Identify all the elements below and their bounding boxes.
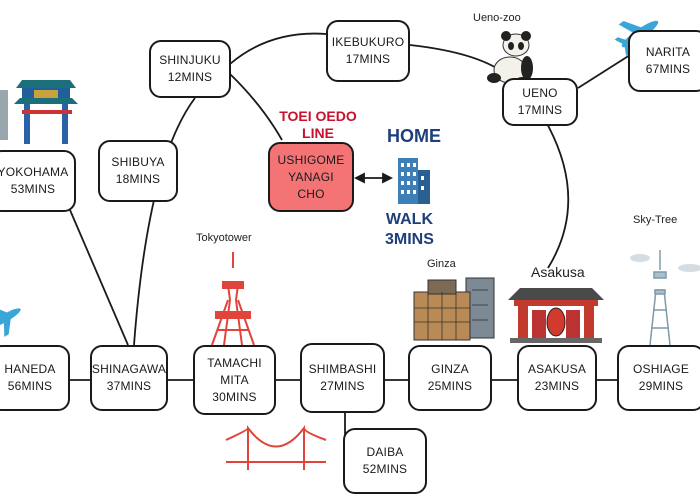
station-asakusa[interactable]: ASAKUSA 23MINS: [517, 345, 597, 411]
landmark-label-sky-tree: Sky-Tree: [633, 214, 678, 226]
walk-line2: 3MINS: [385, 231, 434, 248]
station-time: 25MINS: [427, 379, 473, 393]
station-name: ASAKUSA: [527, 362, 587, 376]
station-time: 29MINS: [638, 379, 684, 393]
station-ushigome-yanagicho[interactable]: USHIGOME YANAGI CHO: [268, 142, 354, 212]
line-name-line2: LINE: [302, 125, 334, 141]
station-haneda[interactable]: HANEDA 56MINS: [0, 345, 70, 411]
station-name: SHIMBASHI: [308, 362, 377, 376]
route-shinjuku-ushigome: [229, 73, 283, 141]
station-tamachi-mita[interactable]: TAMACHI MITA 30MINS: [193, 345, 276, 415]
station-time: 53MINS: [10, 182, 56, 196]
station-shimbashi[interactable]: SHIMBASHI 27MINS: [300, 343, 385, 413]
landmark-label-asakusa: Asakusa: [531, 264, 585, 280]
tokyo-tower-icon: [211, 252, 255, 346]
station-name: SHINAGAWA: [91, 362, 167, 376]
station-ueno[interactable]: UENO 17MINS: [502, 78, 578, 126]
station-name: SHIBUYA: [111, 155, 165, 169]
station-time: 52MINS: [362, 462, 408, 476]
station-name: GINZA: [431, 362, 469, 376]
station-time: 37MINS: [106, 379, 152, 393]
station-time: 18MINS: [115, 172, 161, 186]
route-ueno-narita: [577, 54, 631, 89]
station-time: 30MINS: [212, 389, 257, 404]
route-ueno-asakusa: [544, 119, 570, 269]
station-name: HANEDA: [4, 362, 56, 376]
station-shibuya[interactable]: SHIBUYA 18MINS: [98, 140, 178, 202]
station-time: 67MINS: [645, 62, 691, 76]
walk-arrow: [353, 172, 394, 184]
station-oshiage[interactable]: OSHIAGE 29MINS: [617, 345, 700, 411]
rainbow-bridge-icon: [225, 425, 327, 470]
station-narita[interactable]: NARITA 67MINS: [628, 30, 700, 92]
station-ginza[interactable]: GINZA 25MINS: [408, 345, 492, 411]
station-name-line1: TAMACHI: [207, 355, 262, 370]
station-name-line2: MITA: [220, 372, 249, 387]
station-time: 17MINS: [345, 52, 391, 66]
skytree-icon: [649, 250, 671, 346]
route-shinjuku-shinagawa: [133, 97, 196, 346]
station-time: 12MINS: [167, 70, 213, 84]
station-time: 17MINS: [517, 103, 563, 117]
route-yokohama-shinagawa: [69, 209, 129, 346]
landmark-label-ueno-zoo: Ueno-zoo: [473, 12, 521, 24]
station-name-line3: CHO: [297, 186, 325, 201]
kaminarimon-gate-icon: [508, 288, 604, 343]
station-name-line1: USHIGOME: [277, 152, 345, 167]
landmark-label-ginza: Ginza: [427, 258, 456, 270]
station-name: NARITA: [645, 45, 691, 59]
walk-line1: WALK: [385, 211, 433, 228]
airplane-icon: [0, 306, 21, 337]
building-icon: [398, 158, 430, 204]
home-label: HOME: [387, 126, 441, 146]
chinatown-gate-icon: [0, 80, 78, 144]
station-name: IKEBUKURO: [331, 35, 405, 49]
route-shinjuku-ikebukuro: [229, 32, 327, 65]
station-name: SHINJUKU: [159, 53, 221, 67]
station-yokohama[interactable]: YOKOHAMA 53MINS: [0, 150, 76, 212]
station-name: YOKOHAMA: [0, 165, 69, 179]
walk-label: WALK 3MINS: [385, 210, 434, 250]
landmark-label-tokyo-tower: Tokyotower: [196, 232, 252, 244]
cloud-icon: [630, 254, 700, 272]
station-name: DAIBA: [366, 445, 404, 459]
station-shinagawa[interactable]: SHINAGAWA 37MINS: [90, 345, 168, 411]
station-ikebukuro[interactable]: IKEBUKURO 17MINS: [326, 20, 410, 82]
station-daiba[interactable]: DAIBA 52MINS: [343, 428, 427, 494]
line-title: TOEI OEDO LINE: [258, 108, 378, 142]
station-name: UENO: [522, 86, 558, 100]
station-name-line2: YANAGI: [288, 169, 334, 184]
station-time: 27MINS: [320, 379, 365, 393]
station-time: 23MINS: [534, 379, 580, 393]
line-name-line1: TOEI OEDO: [279, 108, 357, 124]
station-name: OSHIAGE: [632, 362, 690, 376]
station-time: 56MINS: [7, 379, 53, 393]
station-shinjuku[interactable]: SHINJUKU 12MINS: [149, 40, 231, 98]
ginza-building-icon: [413, 277, 495, 341]
